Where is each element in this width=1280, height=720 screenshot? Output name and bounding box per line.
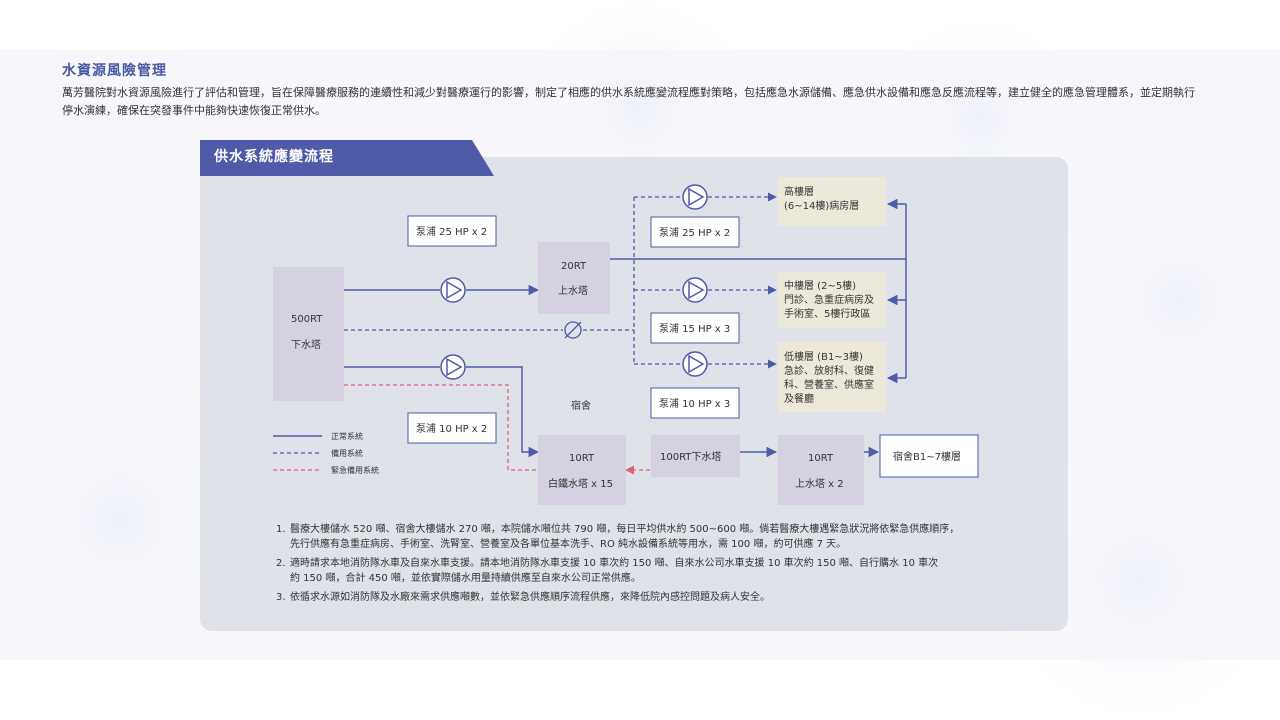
pump-main-lower-label: 泵浦 10 HP x 2 bbox=[416, 422, 487, 435]
pump-mid-label: 泵浦 15 HP x 3 bbox=[659, 322, 730, 335]
iron-tank-box bbox=[538, 435, 626, 505]
note-item: 3. 依循求水源如消防隊及水廠來需求供應噸數，並依緊急供應順序流程供應，來降低院… bbox=[276, 590, 1036, 605]
lower-tank-100-box bbox=[651, 435, 740, 477]
floor-low-desc-1: 急診、放射科、復健 bbox=[784, 364, 874, 377]
upper-tank-label: 上水塔 bbox=[558, 284, 588, 297]
pump-icon bbox=[440, 354, 466, 380]
pump-main-upper-label: 泵浦 25 HP x 2 bbox=[416, 225, 487, 238]
note-text: 依循求水源如消防隊及水廠來需求供應噸數，並依緊急供應順序流程供應，來降低院內感控… bbox=[290, 590, 1036, 605]
lower-tank-capacity: 500RT bbox=[291, 314, 323, 325]
pump-label-box bbox=[407, 215, 497, 247]
note-item: 2. 適時請求本地消防隊水車及自來水車支援。請本地消防隊水車支援 10 車次約 … bbox=[276, 556, 1036, 586]
pump-icon bbox=[682, 184, 708, 210]
note-line: 先行供應有急重症病房、手術室、洗腎室、營養室及各單位基本洗手、RO 純水設備系統… bbox=[290, 539, 847, 550]
pump-icon bbox=[682, 277, 708, 303]
legend-emergency-label: 緊急備用系統 bbox=[331, 465, 379, 475]
section-intro: 萬芳醫院對水資源風險進行了評估和管理，旨在保障醫療服務的連續性和減少對醫療運行的… bbox=[62, 86, 1195, 117]
dorm-upper-tank-label: 上水塔 x 2 bbox=[795, 477, 844, 490]
floor-low-title: 低樓層 (B1~3樓) bbox=[784, 350, 863, 363]
valve-icon bbox=[564, 321, 582, 339]
floor-mid-desc-2: 手術室、5樓行政區 bbox=[784, 307, 870, 320]
floor-mid-desc-1: 門診、急重症病房及 bbox=[784, 293, 874, 306]
note-item: 1. 醫療大樓儲水 520 噸、宿舍大樓儲水 270 噸，本院儲水噸位共 790… bbox=[276, 522, 1036, 552]
pump-label-box bbox=[650, 312, 740, 344]
floor-high-title: 高樓層 bbox=[784, 185, 814, 198]
dorm-floors-label: 宿舍B1~7樓層 bbox=[893, 450, 961, 463]
section-title: 水資源風險管理 bbox=[62, 63, 167, 79]
pump-label-box bbox=[407, 412, 497, 444]
upper-tank-capacity: 20RT bbox=[561, 261, 587, 272]
note-line: 依循求水源如消防隊及水廠來需求供應噸數，並依緊急供應順序流程供應，來降低院內感控… bbox=[290, 592, 770, 603]
dorm-label: 宿舍 bbox=[571, 399, 591, 412]
diagram-title: 供水系統應變流程 bbox=[214, 149, 334, 165]
note-line: 約 150 噸，合計 450 噸，並依實際儲水用量持續供應至自來水公司正常供應。 bbox=[290, 573, 641, 584]
legend-normal-label: 正常系統 bbox=[331, 431, 363, 441]
lower-tank-100-label: 100RT下水塔 bbox=[660, 450, 721, 463]
pump-label-box bbox=[650, 387, 740, 419]
floor-low-desc-2: 科、營養室、供應室 bbox=[784, 378, 874, 391]
pump-high-label: 泵浦 25 HP x 2 bbox=[659, 226, 730, 239]
floor-high-box bbox=[778, 177, 886, 226]
pump-icon bbox=[440, 277, 466, 303]
note-text: 適時請求本地消防隊水車及自來水車支援。請本地消防隊水車支援 10 車次約 150… bbox=[290, 556, 1036, 586]
floor-mid-title: 中樓層 (2~5樓) bbox=[784, 279, 856, 292]
dorm-floors-box bbox=[879, 434, 979, 478]
floor-low-box bbox=[778, 342, 886, 412]
pump-icon bbox=[682, 351, 708, 377]
line-emergency-lower bbox=[344, 384, 538, 471]
line-pump-lower-to-iron-tank bbox=[466, 366, 540, 458]
iron-tank-label: 白鐵水塔 x 15 bbox=[548, 477, 613, 490]
notes-list: 1. 醫療大樓儲水 520 噸、宿舍大樓儲水 270 噸，本院儲水噸位共 790… bbox=[276, 522, 1036, 609]
diagram-banner bbox=[200, 140, 494, 176]
floor-high-desc: (6~14樓)病房層 bbox=[784, 199, 859, 212]
note-number: 3. bbox=[276, 592, 286, 603]
note-text: 醫療大樓儲水 520 噸、宿舍大樓儲水 270 噸，本院儲水噸位共 790 噸，… bbox=[290, 522, 1036, 552]
pump-low-label: 泵浦 10 HP x 3 bbox=[659, 397, 730, 410]
lower-tank-box bbox=[273, 267, 344, 401]
iron-tank-capacity: 10RT bbox=[569, 453, 595, 464]
note-number: 2. bbox=[276, 558, 286, 569]
floor-mid-box bbox=[778, 272, 886, 328]
pump-label-box bbox=[650, 216, 740, 248]
legend-backup-label: 備用系統 bbox=[331, 448, 363, 458]
note-number: 1. bbox=[276, 524, 286, 535]
floor-low-desc-3: 及餐廳 bbox=[784, 392, 814, 405]
dorm-upper-tank-capacity: 10RT bbox=[808, 453, 834, 464]
dorm-upper-tank-box bbox=[778, 435, 864, 505]
upper-tank-box bbox=[538, 242, 610, 314]
note-line: 醫療大樓儲水 520 噸、宿舍大樓儲水 270 噸，本院儲水噸位共 790 噸，… bbox=[290, 524, 960, 535]
note-line: 適時請求本地消防隊水車及自來水車支援。請本地消防隊水車支援 10 車次約 150… bbox=[290, 558, 939, 569]
lower-tank-label: 下水塔 bbox=[291, 338, 321, 351]
